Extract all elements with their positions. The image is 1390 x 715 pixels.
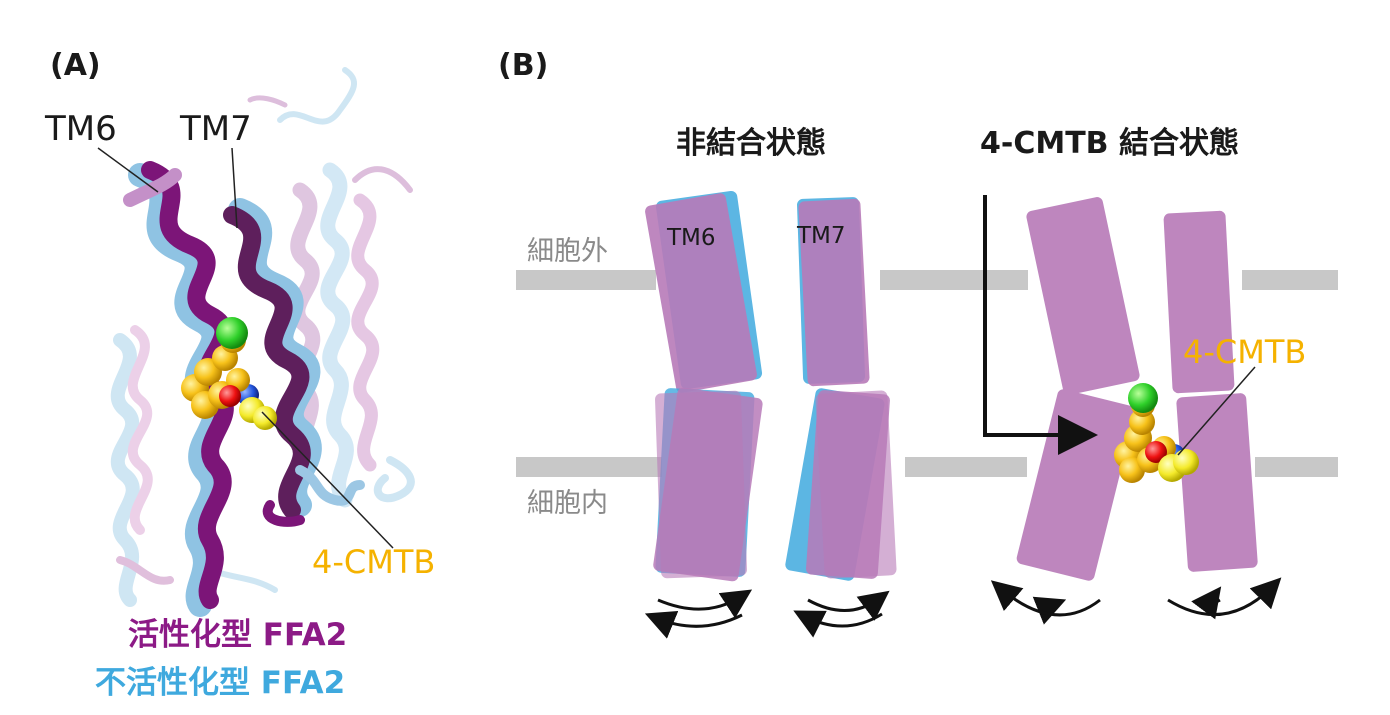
- 4-cmtb-ligand-spheres-a: [181, 317, 277, 430]
- panel-a-label: (A): [50, 48, 101, 83]
- legend-inactive-ffa2: 不活性化型 FFA2: [95, 665, 345, 701]
- membrane-lines: [516, 270, 1338, 477]
- tm6-label-b: TM6: [666, 225, 716, 251]
- unbound-helices: [645, 190, 897, 582]
- extracellular-label: 細胞外: [527, 236, 608, 267]
- rotation-arrows-unbound: [644, 589, 890, 639]
- bound-helices: [1016, 197, 1258, 581]
- rotation-arrows-bound: [990, 577, 1282, 625]
- ffa2-ribbon-structure: [97, 67, 415, 617]
- intracellular-label: 細胞内: [527, 488, 608, 519]
- tm6-label-a: TM6: [44, 109, 117, 149]
- bound-state-title: 4-CMTB 結合状態: [980, 126, 1239, 161]
- 4-cmtb-ligand-spheres-b: [1114, 383, 1199, 483]
- tm7-label-a: TM7: [179, 109, 252, 149]
- ligand-label-a: 4-CMTB: [312, 543, 435, 581]
- unbound-state-title: 非結合状態: [676, 126, 826, 161]
- tm7-label-b: TM7: [796, 223, 846, 249]
- panel-b-label: (B): [498, 48, 548, 83]
- ligand-entry-arrow: [983, 195, 1098, 455]
- legend-active-ffa2: 活性化型 FFA2: [128, 617, 347, 653]
- ligand-label-b: 4-CMTB: [1183, 333, 1306, 371]
